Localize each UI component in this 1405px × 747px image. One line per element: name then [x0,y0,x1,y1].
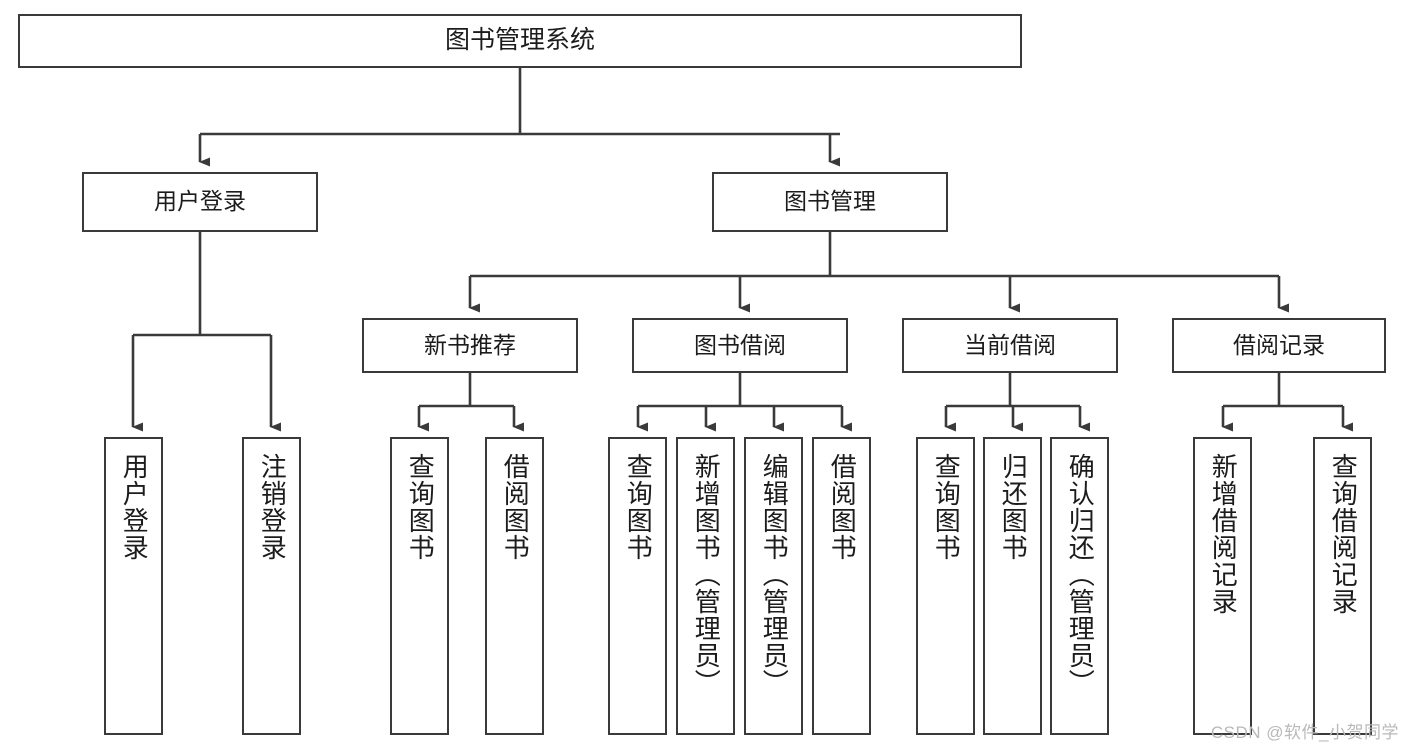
leaf-add-record-label: 新增借阅记录 [1208,453,1239,615]
leaf-add-book-label: 新增图书（管理员） [691,453,722,696]
node-book-borrow[interactable]: 图书借阅 [632,318,848,373]
leaf-add-record[interactable]: 新增借阅记录 [1193,437,1252,735]
leaf-query-book-2[interactable]: 查询图书 [608,437,667,735]
leaf-borrow-book-2-label: 借阅图书 [827,453,858,561]
leaf-query-book-1[interactable]: 查询图书 [390,437,449,735]
node-book-manage[interactable]: 图书管理 [712,172,948,232]
leaf-edit-book-label: 编辑图书（管理员） [759,453,790,696]
leaf-logout-login-label: 注销登录 [257,453,288,561]
leaf-borrow-book-1[interactable]: 借阅图书 [485,437,544,735]
node-user-login[interactable]: 用户登录 [82,172,318,232]
node-current-borrow-label: 当前借阅 [964,331,1056,358]
node-book-manage-label: 图书管理 [784,188,876,215]
leaf-confirm-return-label: 确认归还（管理员） [1065,453,1096,696]
node-current-borrow[interactable]: 当前借阅 [902,318,1118,373]
leaf-return-book[interactable]: 归还图书 [983,437,1042,735]
leaf-query-book-2-label: 查询图书 [623,453,654,561]
leaf-edit-book[interactable]: 编辑图书（管理员） [744,437,803,735]
leaf-query-record-label: 查询借阅记录 [1328,453,1359,615]
leaf-confirm-return[interactable]: 确认归还（管理员） [1050,437,1109,735]
leaf-query-book-1-label: 查询图书 [405,453,436,561]
leaf-query-record[interactable]: 查询借阅记录 [1313,437,1372,735]
leaf-borrow-book-1-label: 借阅图书 [500,453,531,561]
node-borrow-record-label: 借阅记录 [1233,331,1325,358]
watermark: CSDN @软件_小贺同学 [1210,723,1399,742]
leaf-query-book-3-label: 查询图书 [931,453,962,561]
node-root-label: 图书管理系统 [444,26,595,55]
node-root[interactable]: 图书管理系统 [18,14,1022,68]
node-borrow-record[interactable]: 借阅记录 [1172,318,1386,373]
leaf-add-book[interactable]: 新增图书（管理员） [676,437,735,735]
leaf-logout-login[interactable]: 注销登录 [242,437,301,735]
leaf-return-book-label: 归还图书 [998,453,1029,561]
leaf-borrow-book-2[interactable]: 借阅图书 [812,437,871,735]
node-user-login-label: 用户登录 [154,188,246,215]
node-book-borrow-label: 图书借阅 [694,331,786,358]
node-new-book-recommend[interactable]: 新书推荐 [362,318,578,373]
leaf-user-login[interactable]: 用户登录 [104,437,163,735]
leaf-query-book-3[interactable]: 查询图书 [916,437,975,735]
leaf-user-login-label: 用户登录 [119,453,150,561]
node-new-book-recommend-label: 新书推荐 [424,331,516,358]
